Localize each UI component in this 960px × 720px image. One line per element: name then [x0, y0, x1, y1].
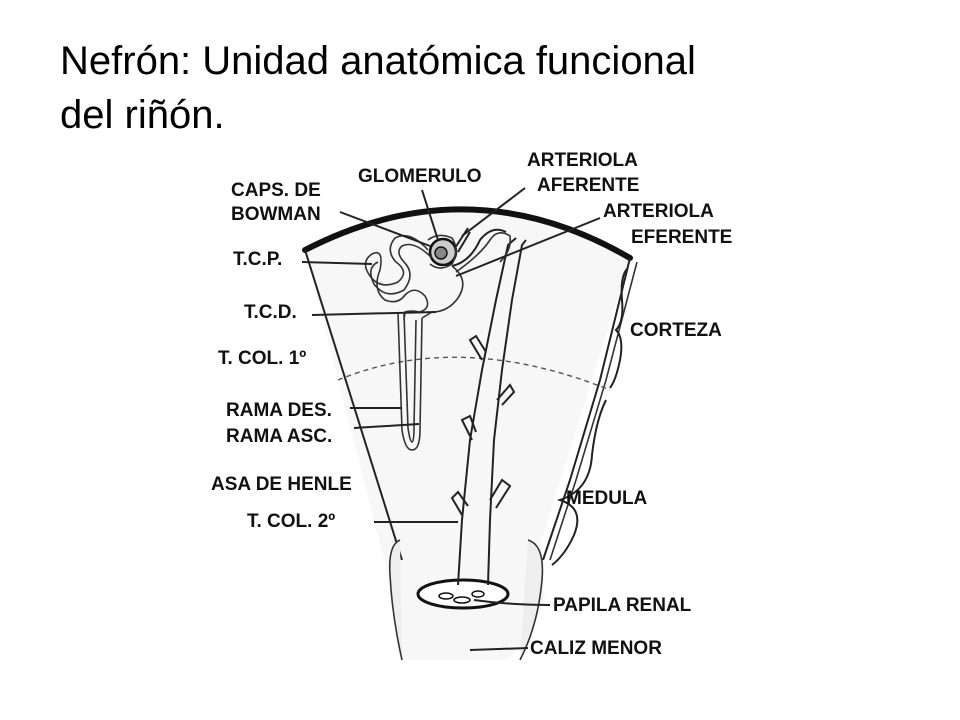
cortex-arc [302, 206, 633, 261]
bowman-capsule-shape [427, 234, 457, 269]
proximal-tubule-inner [370, 243, 433, 295]
glomerulus-core [434, 246, 448, 260]
leader-caps-bowman [339, 211, 431, 247]
leader-tcp [301, 261, 373, 265]
leader-rama-asc [353, 423, 420, 429]
leader-arteriola-aferente [461, 187, 526, 237]
afferent-arteriole-shape [454, 227, 471, 253]
label-papila-renal: PAPILA RENAL [553, 595, 692, 616]
label-asa-henle: ASA DE HENLE [211, 474, 352, 495]
papilla-opening-1 [438, 592, 454, 600]
lobe-left-boundary [304, 249, 403, 561]
medula-brace [551, 399, 607, 566]
leader-caliz [469, 647, 529, 651]
collecting-duct-branches [450, 334, 516, 516]
loop-of-henle [397, 311, 423, 451]
label-tcol2: T. COL. 2º [247, 511, 335, 532]
title-line-2: del riñón. [60, 93, 225, 137]
label-arteriola-aferente-2: AFERENTE [537, 175, 639, 196]
calyx-left [388, 539, 403, 661]
efferent-arteriole-shape [451, 228, 507, 267]
label-corteza: CORTEZA [630, 320, 722, 341]
label-arteriola-aferente-1: ARTERIOLA [527, 150, 638, 171]
leader-tcd [311, 311, 437, 316]
label-rama-asc: RAMA ASC. [226, 426, 332, 447]
loop-of-henle-inner [403, 313, 417, 443]
label-glomerulo: GLOMERULO [358, 166, 482, 187]
label-rama-des: RAMA DES. [226, 400, 332, 421]
slide-title: Nefrón: Unidad anatómica funcional del r… [60, 34, 920, 142]
title-line-1: Nefrón: Unidad anatómica funcional [60, 39, 696, 83]
leader-arteriola-eferente [455, 217, 601, 277]
papilla-opening-3 [471, 590, 485, 598]
label-medula: MEDULA [566, 488, 648, 509]
label-caliz-menor: CALIZ MENOR [530, 638, 662, 659]
proximal-tubule [364, 234, 429, 321]
leader-papila [473, 599, 551, 606]
collecting-duct [457, 237, 527, 586]
label-caps-bowman-1: CAPS. DE [231, 180, 321, 201]
label-arteriola-eferente-1: ARTERIOLA [603, 201, 714, 222]
renal-papilla-shape [416, 578, 510, 610]
lobe-right-boundary [542, 257, 631, 561]
corteza-brace [609, 267, 629, 389]
label-tcol1: T. COL. 1º [218, 348, 306, 369]
label-tcp: T.C.P. [233, 249, 282, 270]
papilla-opening-2 [453, 596, 471, 604]
label-arteriola-eferente-2: EFERENTE [631, 227, 732, 248]
calyx-right [519, 539, 544, 661]
label-caps-bowman-2: BOWMAN [231, 204, 321, 225]
pyramid-shading [305, 209, 630, 661]
label-tcd: T.C.D. [244, 302, 297, 323]
leader-glomerulo [421, 189, 439, 241]
